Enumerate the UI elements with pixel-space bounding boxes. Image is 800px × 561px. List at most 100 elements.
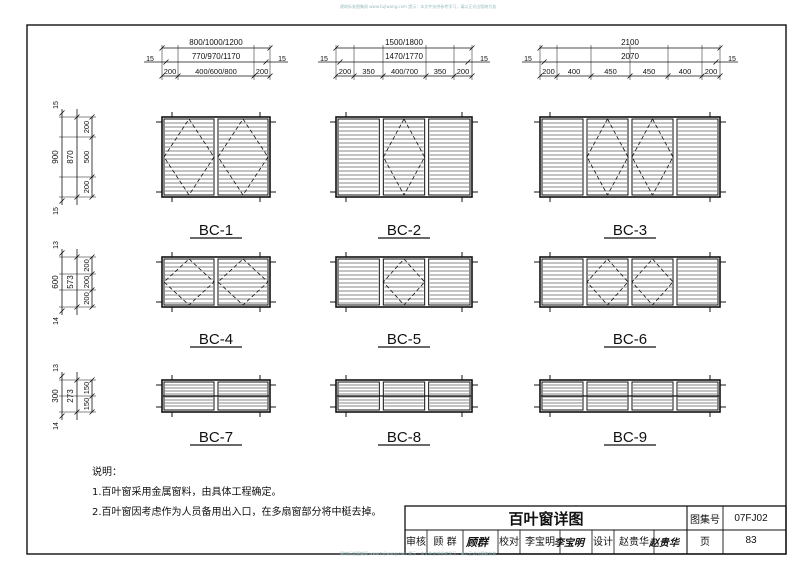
window-bc-6: BC-6 (534, 252, 726, 348)
window-frame (335, 116, 473, 198)
window-label: BC-8 (387, 429, 421, 446)
outer-bottom-offset-label: 14 (53, 317, 60, 325)
window-label: BC-6 (613, 331, 647, 348)
window-label: BC-9 (613, 429, 647, 446)
segment-width-label: 450 (604, 67, 617, 76)
window-label: BC-2 (387, 222, 421, 239)
segment-width-label: 400/700 (391, 67, 418, 76)
window-bc-5: BC-5 (330, 252, 478, 348)
window-frame (161, 116, 271, 198)
opening-direction-marker (586, 258, 629, 306)
window-label: BC-4 (199, 331, 233, 348)
opening-direction-marker (586, 118, 629, 196)
opening-direction-marker (163, 118, 215, 196)
segment-height-label: 200 (82, 259, 91, 272)
opening-direction-marker (631, 258, 674, 306)
overall-height-label: 300 (51, 389, 60, 403)
window-bc-8: BC-8 (330, 375, 478, 446)
segment-width-label: 350 (434, 67, 447, 76)
atlas-no-label: 图集号 (690, 514, 720, 526)
outer-bottom-offset-label: 14 (53, 422, 60, 430)
overall-width-label: 1500/1800 (385, 38, 423, 47)
segment-height-label: 500 (82, 151, 91, 164)
segment-width-label: 400/600/800 (195, 67, 237, 76)
window-frame (539, 116, 721, 198)
window-label: BC-5 (387, 331, 421, 348)
window-frame (161, 256, 271, 308)
window-label: BC-1 (199, 222, 233, 239)
review-label: 审核 (406, 536, 426, 548)
sash-panel (337, 118, 380, 196)
inner-height-label: 273 (66, 389, 75, 403)
atlas-no-value: 07FJ02 (734, 512, 768, 524)
side-offset-left-label: 15 (320, 56, 328, 63)
design-name: 赵贵华 (619, 536, 649, 548)
design-label: 设计 (593, 536, 613, 548)
segment-width-label: 200 (705, 67, 718, 76)
bottom-watermark: 建筑标准图集网 www.tujiwang.com 提示：本文件仅供参考学习，请以… (340, 551, 497, 556)
segment-width-label: 200 (164, 67, 177, 76)
segment-width-label: 450 (643, 67, 656, 76)
outer-bottom-offset-label: 15 (53, 207, 60, 215)
opening-direction-marker (382, 118, 426, 196)
sash-panel (676, 258, 719, 306)
window-label: BC-7 (199, 429, 233, 446)
review-signature: 顾群 (466, 536, 488, 549)
window-bc-7: BC-7 (156, 375, 276, 446)
top-watermark: 建筑标准图集网 www.tujiwang.com 提示：本文件仅供参考学习，请以… (340, 4, 497, 9)
check-name: 李宝明 (525, 536, 555, 548)
window-bc-1: BC-1 (156, 112, 276, 239)
sash-panel (541, 258, 584, 306)
side-offset-right-label: 15 (480, 56, 488, 63)
window-bc-9: BC-9 (534, 375, 726, 446)
outer-top-offset-label: 15 (53, 101, 60, 109)
segment-width-label: 200 (542, 67, 555, 76)
window-frame (335, 256, 473, 308)
window-label: BC-3 (613, 222, 647, 239)
sash-panel (428, 258, 471, 306)
review-name: 顾 群 (433, 536, 457, 548)
inner-height-label: 870 (66, 150, 75, 164)
segment-height-label: 200 (82, 276, 91, 289)
page-label: 页 (700, 536, 710, 548)
design-signature: 赵贵华 (649, 538, 679, 549)
page-number: 83 (745, 534, 757, 546)
segment-height-label: 200 (82, 181, 91, 194)
side-offset-right-label: 15 (728, 56, 736, 63)
outer-top-offset-label: 13 (53, 364, 60, 372)
sash-panel (541, 118, 584, 196)
segment-width-label: 200 (339, 67, 352, 76)
segment-width-label: 200 (256, 67, 269, 76)
inner-width-label: 770/970/1170 (192, 52, 241, 61)
segment-width-label: 200 (457, 67, 470, 76)
sash-panel (428, 118, 471, 196)
column-dimension-chain-1: 800/1000/1200 770/970/1170 15 15 200 400/600/… (144, 38, 288, 80)
drawing-title: 百叶窗详图 (508, 509, 584, 528)
inner-width-label: 1470/1770 (385, 52, 423, 61)
note-2: 2.百叶窗因考虑作为人员备用出入口，在多扇窗部分将中梃去掉。 (92, 507, 382, 518)
outer-top-offset-label: 13 (53, 241, 60, 249)
check-label: 校对 (499, 536, 519, 548)
window-frame (539, 256, 721, 308)
opening-direction-marker (163, 258, 215, 306)
notes-heading: 说明： (92, 467, 122, 478)
opening-direction-marker (217, 258, 269, 306)
check-signature: 李宝明 (554, 538, 584, 549)
overall-width-label: 800/1000/1200 (189, 38, 243, 47)
overall-height-label: 600 (51, 275, 60, 289)
side-offset-left-label: 15 (524, 56, 532, 63)
window-bc-2: BC-2 (330, 112, 478, 239)
window-bc-4: BC-4 (156, 252, 276, 348)
inner-width-label: 2070 (621, 52, 639, 61)
side-offset-left-label: 15 (146, 56, 154, 63)
inner-height-label: 573 (66, 275, 75, 289)
segment-height-label: 150 (82, 382, 91, 395)
segment-width-label: 400 (679, 67, 692, 76)
side-offset-right-label: 15 (278, 56, 286, 63)
